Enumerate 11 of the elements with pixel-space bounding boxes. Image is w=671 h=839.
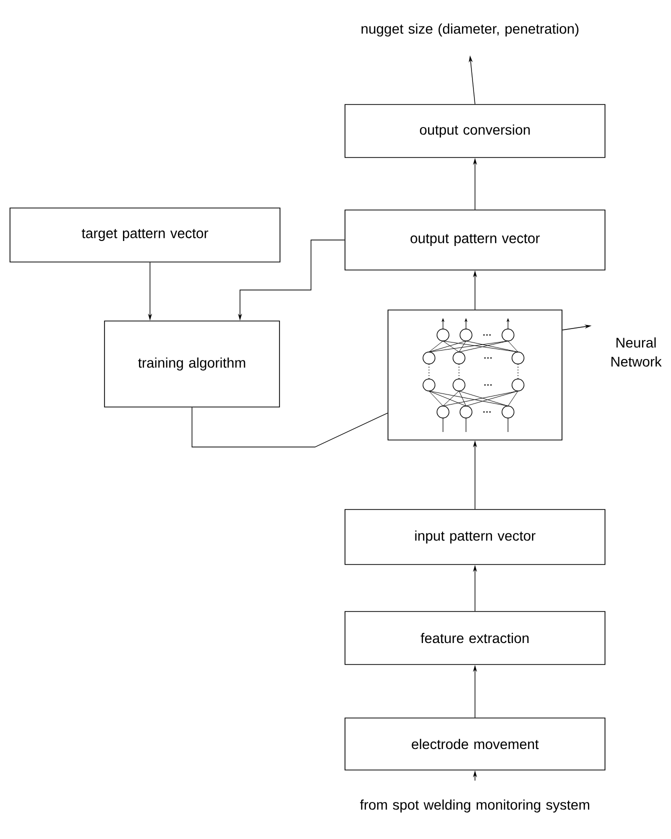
neural-network-drawing (388, 310, 562, 440)
process-box: electrode movement (344, 718, 606, 770)
text-label: nugget size (diameter, penetration) (362, 23, 578, 37)
process-box: output conversion (344, 104, 606, 158)
process-box: output pattern vector (344, 210, 606, 270)
process-box: training algorithm (104, 320, 280, 408)
text-label: from spot welding monitoring system (360, 799, 590, 813)
text-label: Neural Network (611, 337, 662, 367)
process-box: feature extraction (344, 611, 606, 665)
process-box: target pattern vector (10, 208, 280, 262)
process-box: input pattern vector (344, 509, 606, 565)
